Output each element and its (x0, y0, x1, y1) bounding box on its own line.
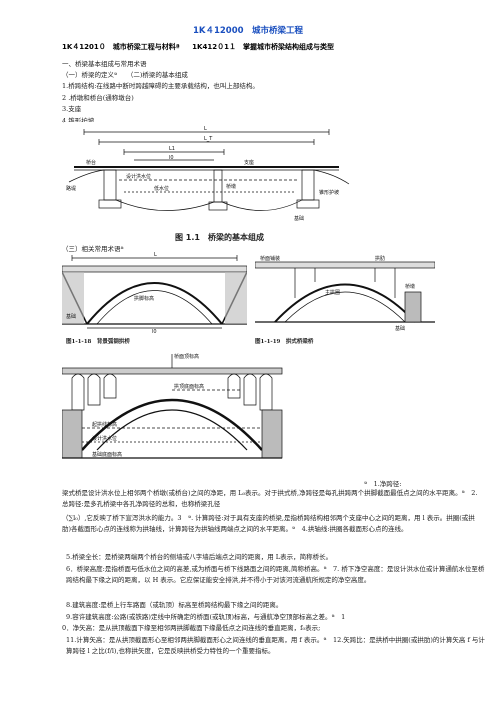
fig4-label-spring: 起拱线标高 (92, 421, 117, 428)
section-heading: 1K４1201０ 城市桥梁工程与材料ª 1K412０1１ 掌握城市桥梁结构组成与… (62, 42, 344, 52)
fig4-label-found: 基础底面标高 (92, 451, 122, 458)
body-p7: 9.容许建筑高度:公路(或铁路)定线中所确定的桥面(或轨顶)标高，与通航净空顶部… (66, 613, 346, 621)
fig1-label-flood: 设计洪水位 (126, 173, 151, 180)
fig1-label-slope: 锥形护坡 (319, 189, 339, 196)
section-heading-2: 1K412０1１ 掌握城市桥梁结构组成与类型 (192, 43, 334, 51)
fig4-label-water: 设计洪水位 (92, 435, 117, 442)
fig2-label-water: 拱脚标高 (134, 295, 154, 302)
terms-heading: （三）相关常用术语ª (62, 245, 124, 253)
body-p9: 11.计算矢高：是从拱顶截面形心至相邻两拱脚截面形心之间连线的垂直距离，用 f … (66, 636, 485, 655)
fig1-label-L: L (204, 126, 207, 132)
figure-bridge-composition: L L_T L1 l0 桥台 路堤 设计洪水位 低水位 桥墩 支座 锥形护坡 基… (64, 122, 354, 230)
body-p1: ª 1.净跨径: (364, 480, 402, 488)
fig1-label-LT: L_T (204, 136, 213, 142)
section-heading-1: 1K４1201０ 城市桥梁工程与材料ª (62, 43, 180, 51)
fig2-caption: 图1-1-18 背景弧钢拱桥 (66, 339, 130, 345)
fig1-caption: 图 1.1 桥梁的基本组成 (175, 233, 264, 242)
body-p4: 5.桥梁全长：是桥梁两端两个桥台的侧墙或八字墙后端点之间的距离，用 L表示，简称… (66, 553, 333, 561)
body-p6: 8.建筑高度:是桥上行车路面（或轨顶）标高至桥跨结构最下缘之间的距离。 (66, 601, 283, 609)
outline-line-2: （一）桥梁的定义ª （二)桥梁的基本组成 (62, 71, 188, 79)
fig3-label-found: 基础 (395, 325, 405, 332)
fig3-label-rib: 拱肋 (375, 255, 385, 262)
fig3-label-pier: 桥墩 (405, 283, 415, 290)
body-p5: 6．桥梁高度:是指桥面与低水位之间的高差,或为桥面与桥下线路面之间的距离,简称桥… (66, 565, 485, 584)
fig1-label-pier: 桥墩 (226, 183, 236, 190)
outline-line-3: 1.桥跨结构:在线路中断时跨越障碍的主要承载结构，也叫上部结构。 (62, 82, 259, 90)
fig1-label-abutment: 桥台 (86, 159, 96, 166)
fig1-label-road: 路堤 (66, 185, 76, 192)
fig1-label-l0: l0 (169, 155, 174, 161)
fig4-label-crown: 拱顶底面标高 (174, 383, 204, 390)
body-p2: 梁式桥是设计洪水位上相邻两个桥墩(或桥台)之间的净距，用 L₀表示。对于拱式桥,… (62, 489, 478, 508)
body-p3: （∑l₀）,它反映了桥下宣泻洪水的能力。3 ª. 计算跨径:对于具有支座的桥梁,… (62, 514, 475, 533)
outline-line-6: 4.锥形护坡 (62, 117, 95, 125)
fig2-label-L: L (154, 252, 157, 258)
fig1-label-bearing: 支座 (244, 159, 254, 166)
fig1-label-L1: L1 (169, 146, 175, 152)
figure-arch-left: L l0 拱脚标高 基础 (61, 252, 248, 335)
fig3-caption: 图1-1-19 拱式桥梁桥 (255, 339, 314, 345)
figure-arch-elevation: 桥面顶标高 拱顶底面标高 起拱线标高 设计洪水位 基础底面标高 (61, 350, 292, 462)
outline-line-5: 3.支座 (62, 105, 82, 113)
fig2-label-l0: l0 (152, 329, 157, 334)
chapter-title: 1K４12000 城市桥梁工程 (192, 26, 304, 36)
body-p8: 0．净矢高：是从拱顶截面下缘至相邻两拱脚截面下缘最低点之间连线的垂直距离，f₀表… (62, 624, 321, 632)
fig3-label-deck: 桥面铺装 (260, 255, 280, 262)
figure-arch-right: 桥面铺装 拱肋 主拱圈 桥墩 基础 (254, 252, 436, 334)
fig1-label-found: 基础 (294, 215, 304, 222)
outline-line-1: 一、桥梁基本组成与常用术语 (62, 60, 147, 68)
fig2-label-found: 基础 (66, 313, 76, 320)
fig1-label-low: 低水位 (154, 185, 169, 192)
fig3-label-arch: 主拱圈 (325, 289, 340, 296)
outline-line-4: 2 .桥墩和桥台(通称墩台) (62, 94, 134, 102)
fig4-label-deck: 桥面顶标高 (174, 353, 199, 360)
